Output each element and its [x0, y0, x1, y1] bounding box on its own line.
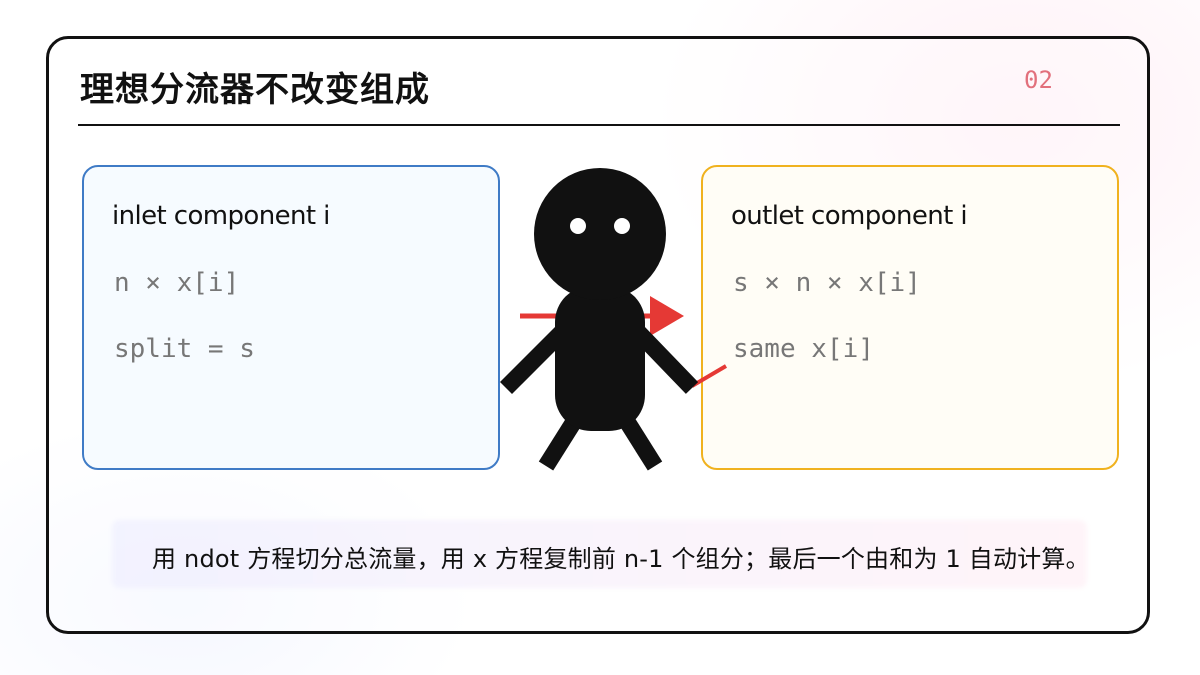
- slide-title: 理想分流器不改变组成: [80, 70, 430, 110]
- pointer-mark: [690, 364, 728, 388]
- right-eye: [614, 218, 630, 234]
- outlet-formula-flow: s × n × x[i]: [733, 268, 921, 298]
- inlet-formula-split: split = s: [114, 334, 255, 364]
- outlet-formula-composition: same x[i]: [733, 334, 874, 364]
- inlet-formula-flow: n × x[i]: [114, 268, 240, 298]
- outlet-card-title: outlet component i: [731, 201, 968, 231]
- inlet-card: inlet component i n × x[i] split = s: [82, 165, 500, 470]
- note-highlight: [112, 520, 1087, 588]
- inlet-card-title: inlet component i: [112, 201, 330, 231]
- slide-number: 02: [1024, 66, 1053, 94]
- footnote-text: 用 ndot 方程切分总流量，用 x 方程复制前 n-1 个组分；最后一个由和为…: [152, 545, 1090, 573]
- title-divider: [78, 124, 1120, 126]
- left-eye: [570, 218, 586, 234]
- outlet-card: outlet component i s × n × x[i] same x[i…: [701, 165, 1119, 470]
